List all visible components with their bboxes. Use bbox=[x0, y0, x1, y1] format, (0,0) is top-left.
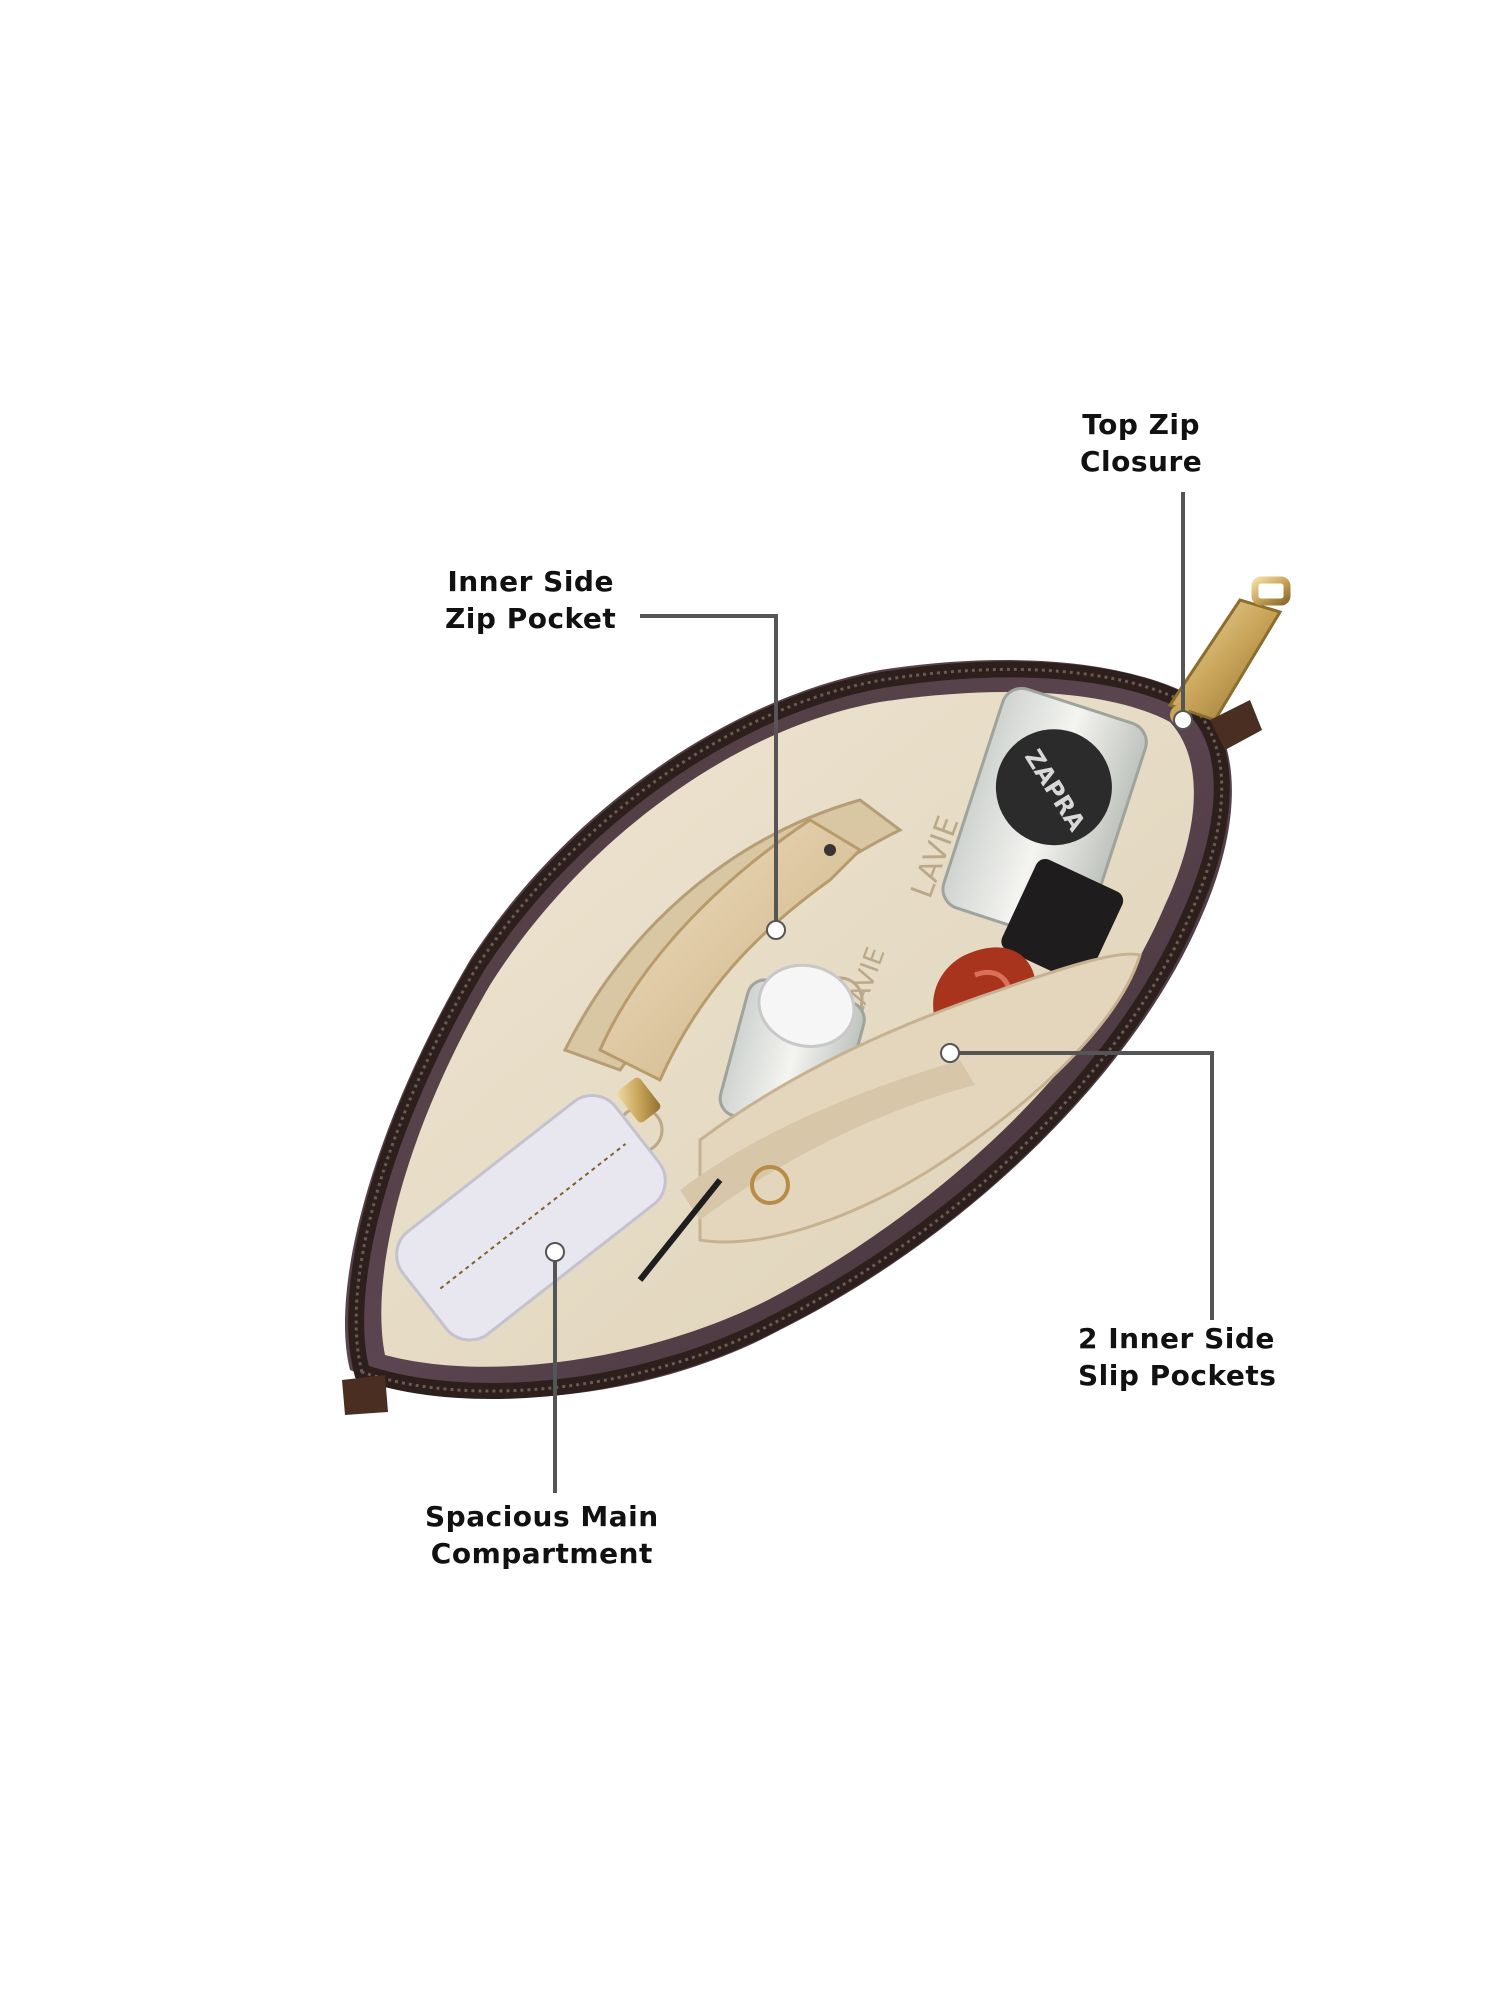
ring-clip bbox=[750, 1165, 790, 1205]
coin-pouch bbox=[395, 1094, 667, 1342]
pen bbox=[637, 1178, 723, 1282]
phone bbox=[598, 818, 863, 1083]
black-cap bbox=[1001, 858, 1124, 984]
coin-pouch-zip-pull bbox=[617, 1077, 661, 1123]
callout-inner-side-zip-pocket: Inner Side Zip Pocket bbox=[445, 563, 616, 637]
callout-line: Closure bbox=[1080, 445, 1203, 478]
leader-dots bbox=[545, 710, 1193, 1262]
phone-camera bbox=[824, 844, 836, 856]
perfume-bottle: ZAPRA bbox=[941, 686, 1148, 945]
end-tab-bottom bbox=[342, 1375, 388, 1415]
callout-spacious-main-compartment: Spacious Main Compartment bbox=[425, 1498, 659, 1572]
leader-lines bbox=[553, 492, 1214, 1493]
dot-top-zip bbox=[1173, 710, 1193, 730]
callout-line: Compartment bbox=[430, 1537, 653, 1570]
dot-slip bbox=[940, 1043, 960, 1063]
callout-line: Zip Pocket bbox=[445, 602, 617, 635]
dot-main bbox=[545, 1242, 565, 1262]
callout-inner-side-slip-pockets: 2 Inner Side Slip Pockets bbox=[1078, 1320, 1276, 1394]
callout-line: Spacious Main bbox=[425, 1500, 659, 1533]
top-zipper-pull bbox=[1167, 576, 1291, 725]
end-tab-top bbox=[1210, 700, 1262, 750]
callout-line: Top Zip bbox=[1082, 408, 1201, 441]
callout-top-zip-closure: Top Zip Closure bbox=[1080, 406, 1202, 480]
callout-line: Inner Side bbox=[447, 565, 614, 598]
callout-line: Slip Pockets bbox=[1078, 1359, 1277, 1392]
leader-inner-zip bbox=[640, 614, 778, 930]
dot-inner-zip bbox=[766, 920, 786, 940]
leader-slip bbox=[950, 1051, 1214, 1320]
callout-line: 2 Inner Side bbox=[1078, 1322, 1275, 1355]
